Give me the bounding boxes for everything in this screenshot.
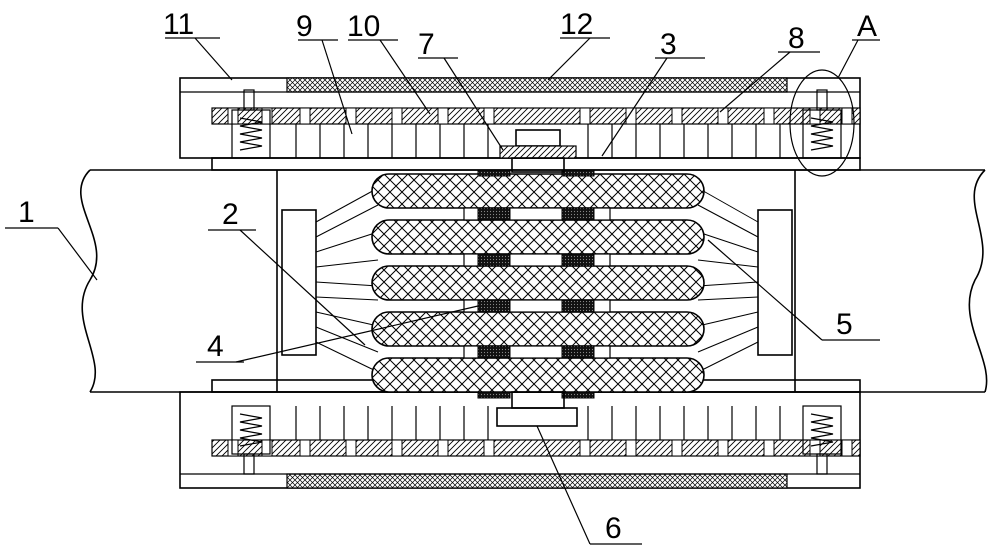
label-3: 3: [660, 28, 677, 61]
left-flange: [281, 209, 317, 356]
bellows-disc: [371, 265, 705, 301]
bottom-plate: [211, 439, 861, 457]
fan-line-right: [697, 231, 759, 253]
spacer-block: [561, 169, 595, 177]
fan-line-left: [315, 326, 379, 353]
plate-slot: [391, 439, 403, 457]
fan-line-left: [315, 204, 379, 238]
plate-slot: [483, 439, 495, 457]
top-plate: [211, 107, 861, 125]
bellows-stack: [371, 169, 705, 399]
plate-slot: [841, 439, 853, 457]
spacer-block: [477, 345, 511, 359]
plate-slot: [717, 107, 729, 125]
plate-slot: [671, 107, 683, 125]
spacer-block: [477, 253, 511, 267]
spacer-block: [561, 207, 595, 221]
fan-line-right: [697, 296, 759, 301]
spacer-block: [561, 391, 595, 399]
spring-assembly-top-left: [231, 89, 271, 159]
label-12: 12: [560, 8, 593, 41]
plate-slot: [579, 439, 591, 457]
plate-slot: [227, 107, 239, 125]
plate-slot: [625, 439, 637, 457]
label-7: 7: [418, 28, 435, 61]
plate-slot: [299, 107, 311, 125]
spacer-block: [561, 299, 595, 313]
fan-line-right: [697, 311, 759, 327]
plate-slot: [437, 439, 449, 457]
spacer-block: [477, 299, 511, 313]
fan-line-left: [315, 259, 379, 268]
label-9: 9: [296, 10, 313, 43]
label-2: 2: [222, 198, 239, 231]
plate-slot: [261, 107, 273, 125]
label-8: 8: [788, 22, 805, 55]
fan-line-right: [697, 259, 759, 268]
spacer-block: [561, 345, 595, 359]
label-10: 10: [347, 10, 380, 43]
label-6: 6: [605, 512, 622, 545]
plate-slot: [717, 439, 729, 457]
plate-slot: [227, 439, 239, 457]
plate-slot: [809, 107, 821, 125]
plate-slot: [483, 107, 495, 125]
label-4: 4: [207, 330, 224, 363]
spring-assembly-bottom-left: [231, 405, 271, 475]
bellows-disc: [371, 219, 705, 255]
fan-line-right: [697, 341, 759, 373]
leader-lines: [5, 37, 880, 545]
plate-slot: [763, 107, 775, 125]
center-shaft: [496, 129, 578, 427]
plate-slot: [763, 439, 775, 457]
spacer-block: [561, 253, 595, 267]
plate-slot: [345, 439, 357, 457]
fan-line-left: [315, 231, 379, 253]
plate-slot: [299, 439, 311, 457]
plate-slot: [809, 439, 821, 457]
spacer-block: [477, 207, 511, 221]
plate-slot: [579, 107, 591, 125]
plate-slot: [437, 107, 449, 125]
connector-fan-lines: [315, 187, 759, 373]
fan-line-left: [315, 296, 379, 301]
fan-line-right: [697, 326, 759, 353]
label-a: A: [857, 10, 877, 43]
fan-line-left: [315, 281, 379, 287]
plate-slot: [671, 439, 683, 457]
bellows-disc: [371, 357, 705, 393]
label-1: 1: [18, 196, 35, 229]
spacer-block: [477, 169, 511, 177]
fan-line-right: [697, 187, 759, 223]
spacer-block: [477, 391, 511, 399]
plate-slot: [261, 439, 273, 457]
top-inner-frame: [211, 157, 861, 171]
fan-line-right: [697, 204, 759, 238]
plate-slot: [841, 107, 853, 125]
spring-assembly-top-right: [802, 89, 842, 159]
label-5: 5: [836, 308, 853, 341]
right-flange: [757, 209, 793, 356]
fan-line-left: [315, 187, 379, 223]
plate-slot: [625, 107, 637, 125]
fan-line-left: [315, 311, 379, 327]
detail-a-circle: [789, 69, 855, 177]
fan-line-right: [697, 281, 759, 287]
bottom-ribs: [295, 406, 781, 440]
fan-line-left: [315, 341, 379, 373]
label-11: 11: [163, 8, 194, 41]
bellows-disc: [371, 173, 705, 209]
bellows-disc: [371, 311, 705, 347]
plate-slot: [391, 107, 403, 125]
spring-assembly-bottom-right: [802, 405, 842, 475]
